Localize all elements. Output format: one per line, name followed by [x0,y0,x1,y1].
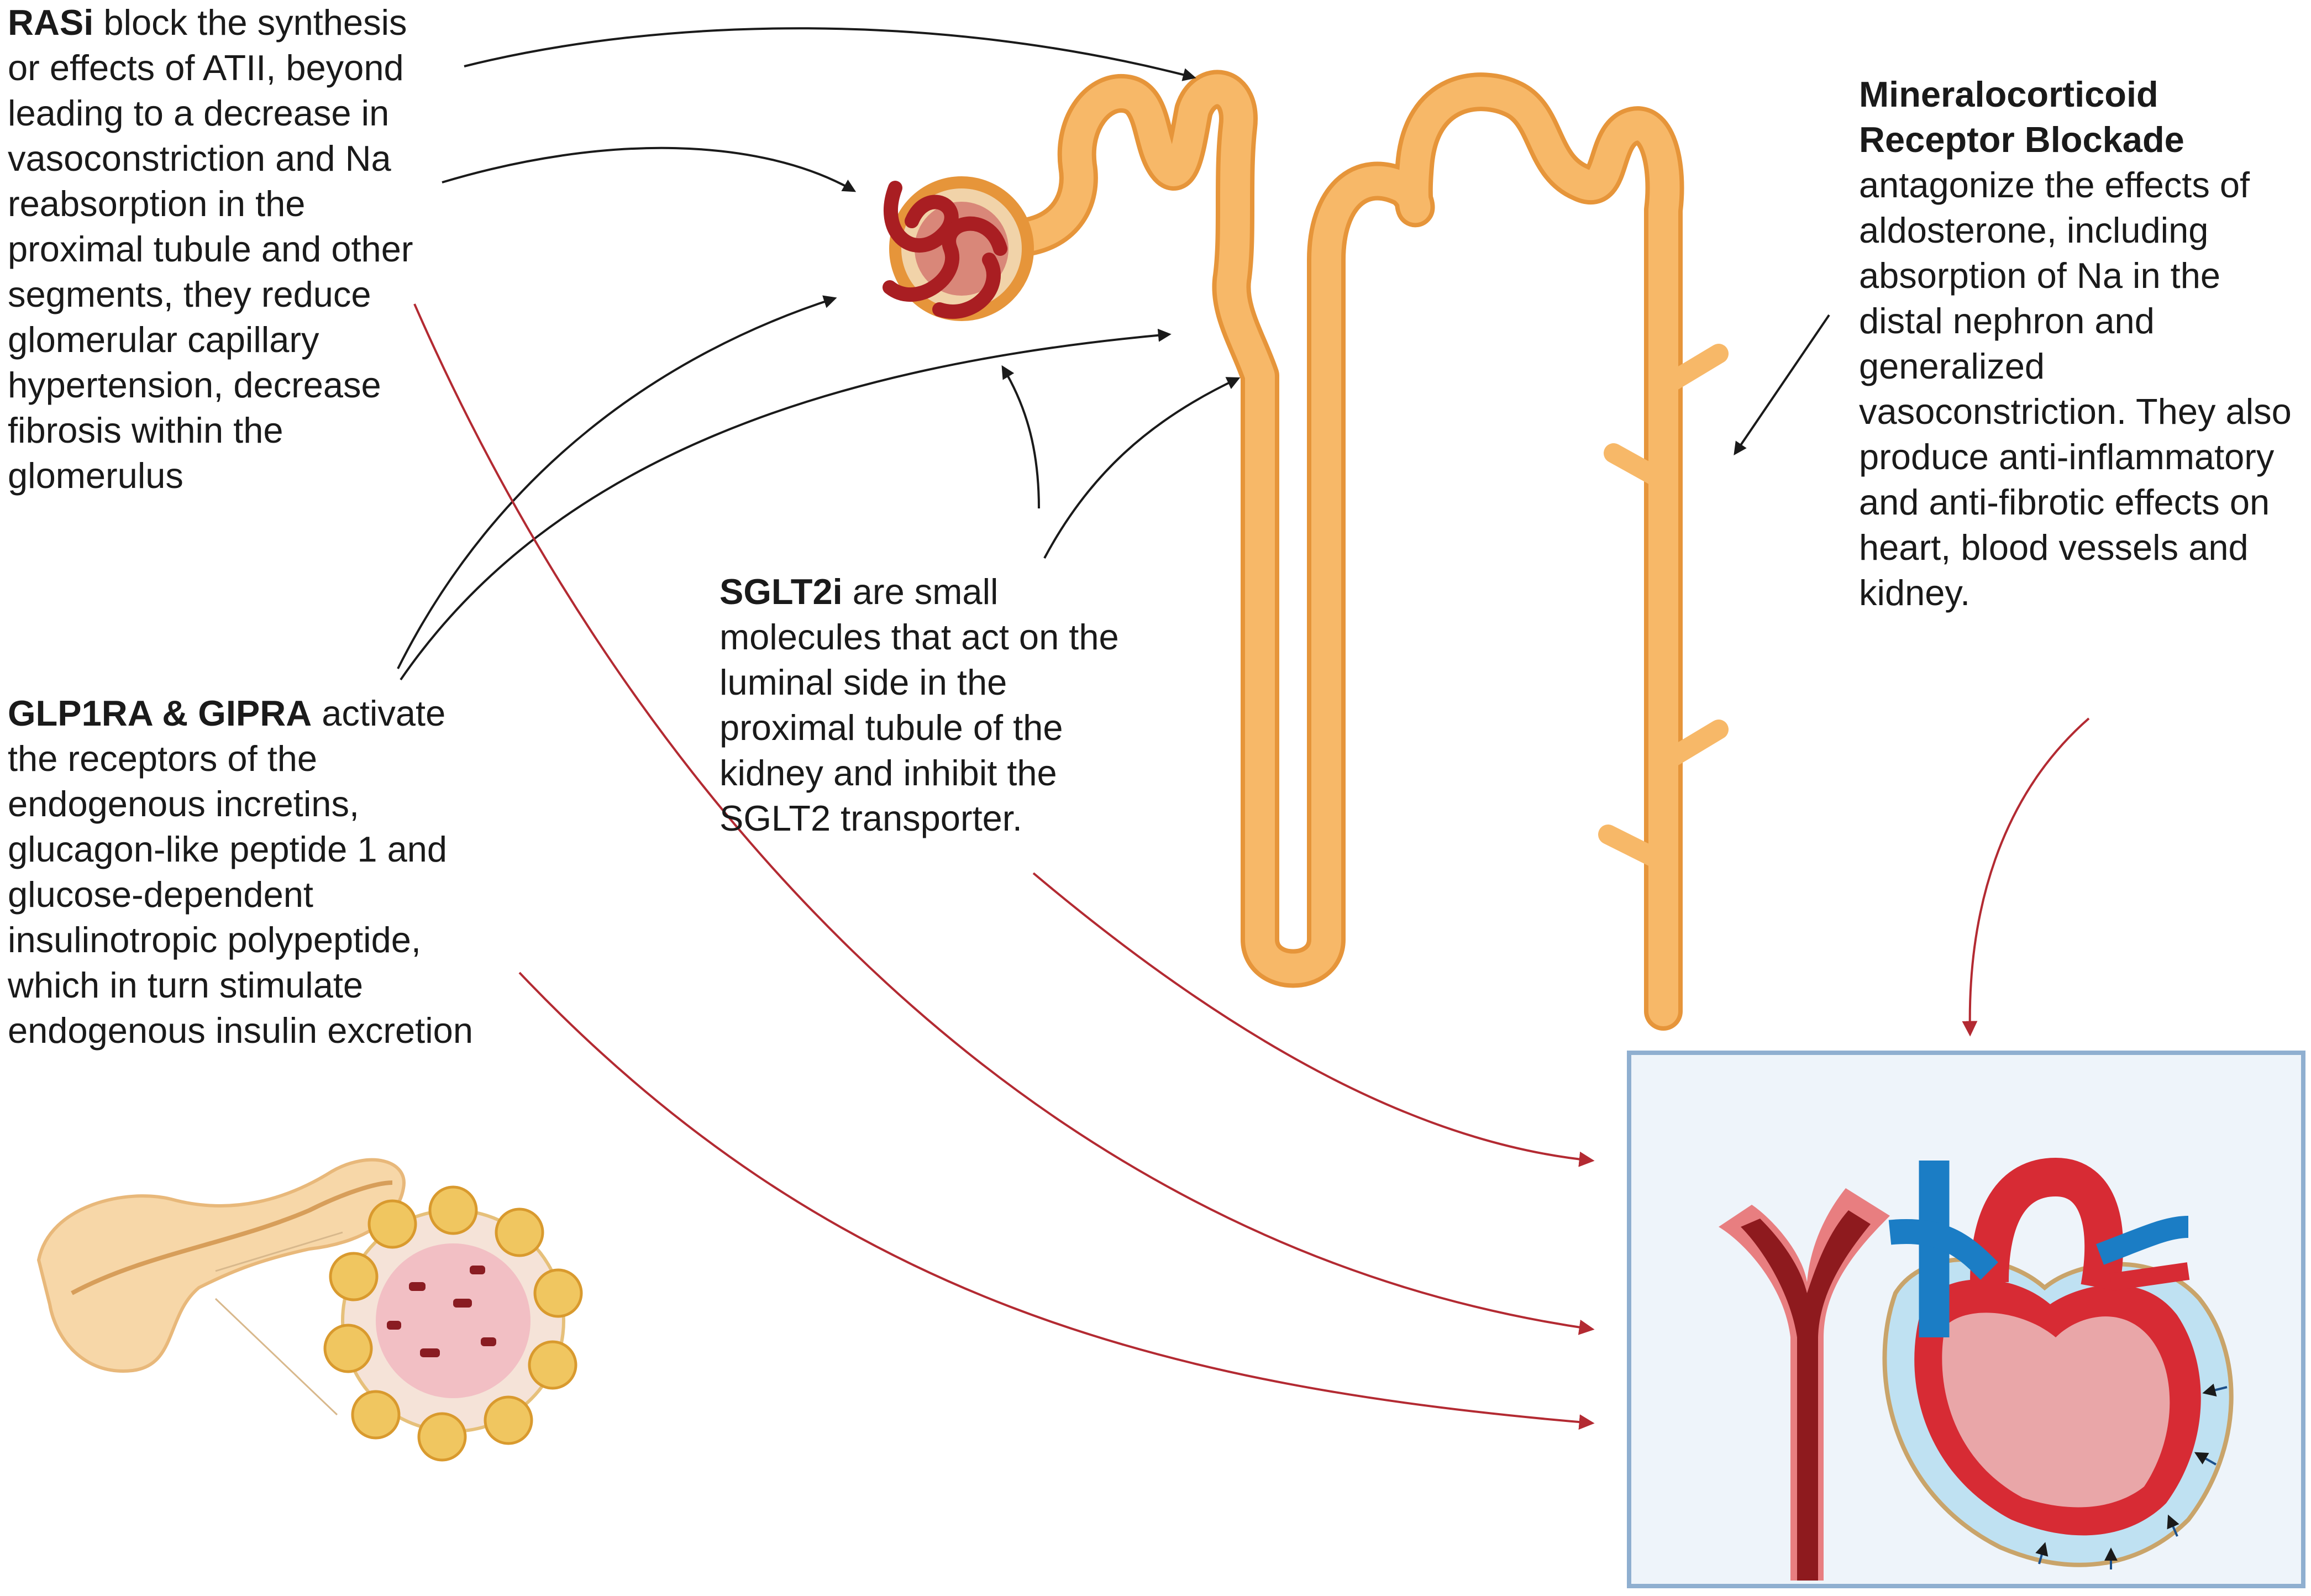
arrow-mra-duct [1734,314,1830,455]
arrow-sglt-tubule [1043,377,1241,559]
nephron-tubule [1007,74,1680,1026]
islet-cells [387,1266,496,1357]
arrow-glp-tubule [400,328,1172,681]
acini [323,1185,583,1462]
red-arrow-mra [1962,717,2090,1037]
collecting-duct-branches [1598,344,1729,872]
glp-heading: GLP1RA & GIPRA [8,693,312,733]
zoom-lines [214,1231,343,1416]
heart [1882,1157,2234,1569]
blood-vessel [1719,1188,1890,1581]
mra-body: antagonize the effects of aldosterone, i… [1859,165,2292,613]
sglt-body: are small molecules that act on the lumi… [719,571,1119,838]
glp-body: activate the receptors of the endogenous… [8,693,473,1051]
arrow-rasi-top [464,27,1196,81]
rasi-description: RASi block the synthesis or effects of A… [8,0,428,498]
red-arrow-glp [518,972,1595,1430]
red-arrows [413,303,2090,1430]
heart-chambers [1942,1313,2170,1508]
heart-vessel-panel [1627,1051,2305,1588]
pulmonary-vessel [1888,1219,1998,1280]
pulmonary-vein-right [2095,1216,2189,1265]
pulmonary-vein-right-2 [2109,1262,2190,1291]
aorta [1970,1157,2124,1292]
black-arrows [397,27,1830,681]
nephron [883,70,1729,1031]
arrow-glp-glomerulus [397,295,837,669]
pericardial-pressure-arrows [2035,1383,2228,1569]
rasi-body: block the synthesis or effects of ATII, … [8,2,413,496]
arrow-rasi-glomerulus [442,146,857,192]
glp-description: GLP1RA & GIPRA activate the receptors of… [8,691,505,1053]
pancreas-illustration [36,1158,583,1462]
glomerulus-capillaries [883,181,1007,319]
sglt-description: SGLT2i are small molecules that act on t… [719,569,1139,841]
sglt-heading: SGLT2i [719,571,843,612]
arrow-sglt-capsule [1001,365,1040,509]
pancreatic-duct [71,1180,393,1295]
rasi-heading: RASi [8,2,94,43]
islet-core [376,1243,531,1398]
red-arrow-sglt [1032,872,1595,1167]
red-arrow-rasi [413,303,1595,1335]
mra-heading: Mineralocorticoid Receptor Blockade [1859,74,2184,160]
